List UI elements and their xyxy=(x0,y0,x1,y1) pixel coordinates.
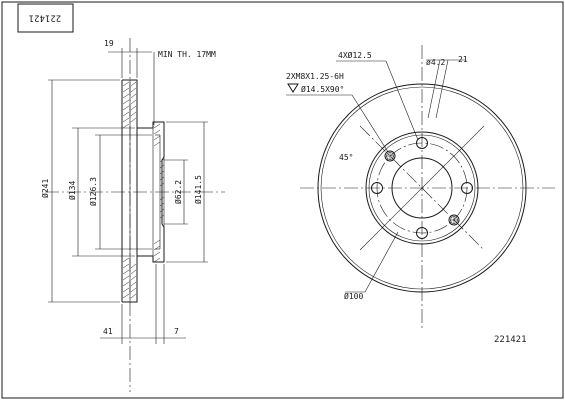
hub-outer xyxy=(365,131,479,245)
holes-note: 4XØ12.5 xyxy=(338,50,372,60)
dim-outer-diameter: Ø241 xyxy=(40,179,50,198)
bolt-circle xyxy=(376,142,468,234)
part-number-box: 221421 xyxy=(17,3,74,33)
threaded-hole-upper xyxy=(384,150,396,162)
bolt-hole-right xyxy=(461,182,473,194)
bolt-hole-top xyxy=(416,137,428,149)
part-number-top: 221421 xyxy=(29,13,62,23)
bolt-hole-bottom xyxy=(416,227,428,239)
bolt-hole-left xyxy=(371,182,383,194)
countersink-icon xyxy=(287,83,299,93)
angle-line xyxy=(359,125,485,251)
dim-thickness: 19 xyxy=(104,39,114,48)
angle-label: 45° xyxy=(339,153,353,162)
dim-pcd: Ø141.5 xyxy=(193,175,203,204)
countersink-note: Ø14.5X90° xyxy=(301,84,344,94)
min-thickness-note: MIN TH. 17MM xyxy=(158,50,216,59)
disc-outer-edge xyxy=(317,83,527,293)
dim-height: 41 xyxy=(103,327,113,336)
threads-note: 2XM8X1.25-6H xyxy=(286,72,344,81)
side-view: 19 MIN TH. 17MM Ø241 Ø134 Ø126.3 Ø62.2 Ø… xyxy=(40,38,225,392)
dim-hub-outer: Ø134 xyxy=(67,181,77,200)
dim-hub-inner: Ø126.3 xyxy=(88,177,98,206)
pin-count: 21 xyxy=(458,55,468,64)
dim-bore: Ø62.2 xyxy=(173,180,183,204)
pin-label: ø4.2 xyxy=(426,58,445,67)
part-number-bottom: 221421 xyxy=(494,335,527,345)
center-bore xyxy=(391,157,453,219)
dim-offset: 7 xyxy=(174,327,179,336)
bolt-circle-label: Ø100 xyxy=(344,291,363,301)
front-view: 45° 4XØ12.5 2XM8X1.25-6H Ø14.5X90° ø4.2 … xyxy=(286,45,555,330)
